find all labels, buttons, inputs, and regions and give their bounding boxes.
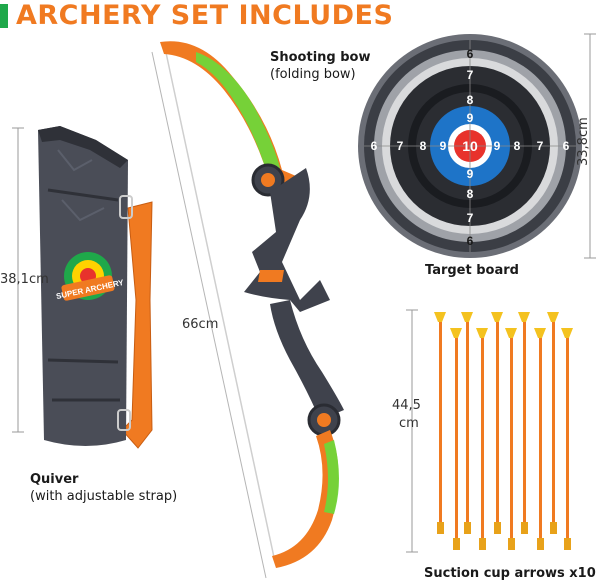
target-ring-9: 9	[440, 139, 447, 153]
arrows-length-unit: cm	[399, 416, 419, 431]
target-ring-6: 6	[467, 234, 474, 248]
target-ring-8: 8	[467, 93, 474, 107]
quiver-image	[38, 126, 133, 446]
target-ring-9: 9	[494, 139, 501, 153]
target-ring-6: 6	[563, 139, 570, 153]
arrow	[547, 312, 559, 534]
arrow	[534, 328, 546, 550]
target-ring-8: 8	[467, 187, 474, 201]
target-ring-7: 7	[397, 139, 404, 153]
target-ring-6: 6	[467, 47, 474, 61]
bow-image	[160, 41, 344, 568]
target-size: 33,8cm	[576, 117, 591, 166]
bow-string	[164, 47, 276, 563]
quiver-label: Quiver	[30, 472, 79, 487]
target-ring-7: 7	[467, 211, 474, 225]
arrow	[476, 328, 488, 550]
arrows-dimension-line	[406, 309, 418, 553]
arrow	[505, 328, 517, 550]
bow-label: Shooting bow	[270, 50, 371, 65]
quiver-height: 38,1cm	[0, 272, 49, 287]
arrow	[518, 312, 530, 534]
arrow	[561, 328, 573, 550]
target-ring-7: 7	[537, 139, 544, 153]
target-ring-9: 9	[467, 111, 474, 125]
quiver-dimension-line	[12, 127, 24, 433]
bow-length: 66cm	[182, 317, 219, 332]
arrow	[491, 312, 503, 534]
target-ring-7: 7	[467, 68, 474, 82]
bow-dimension-line	[151, 51, 267, 579]
arrows-label: Suction cup arrows x10	[424, 566, 596, 581]
bow-sublabel: (folding bow)	[270, 67, 356, 82]
quiver-sublabel: (with adjustable strap)	[30, 489, 178, 504]
target-center-number: 10	[462, 138, 478, 154]
target-ring-9: 9	[467, 167, 474, 181]
target-dimension-line	[584, 33, 596, 259]
target-ring-8: 8	[514, 139, 521, 153]
quiver-strap	[121, 201, 153, 449]
target-ring-6: 6	[371, 139, 378, 153]
page-title: ARCHERY SET INCLUDES	[16, 0, 394, 31]
arrows-image	[434, 312, 573, 550]
arrows-length-value: 44,5	[392, 398, 421, 413]
target-board-image	[358, 34, 582, 258]
arrow	[434, 312, 446, 534]
arrow	[461, 312, 473, 534]
target-ring-8: 8	[420, 139, 427, 153]
target-label: Target board	[425, 263, 519, 278]
title-accent-bar	[0, 4, 8, 28]
arrow	[450, 328, 462, 550]
